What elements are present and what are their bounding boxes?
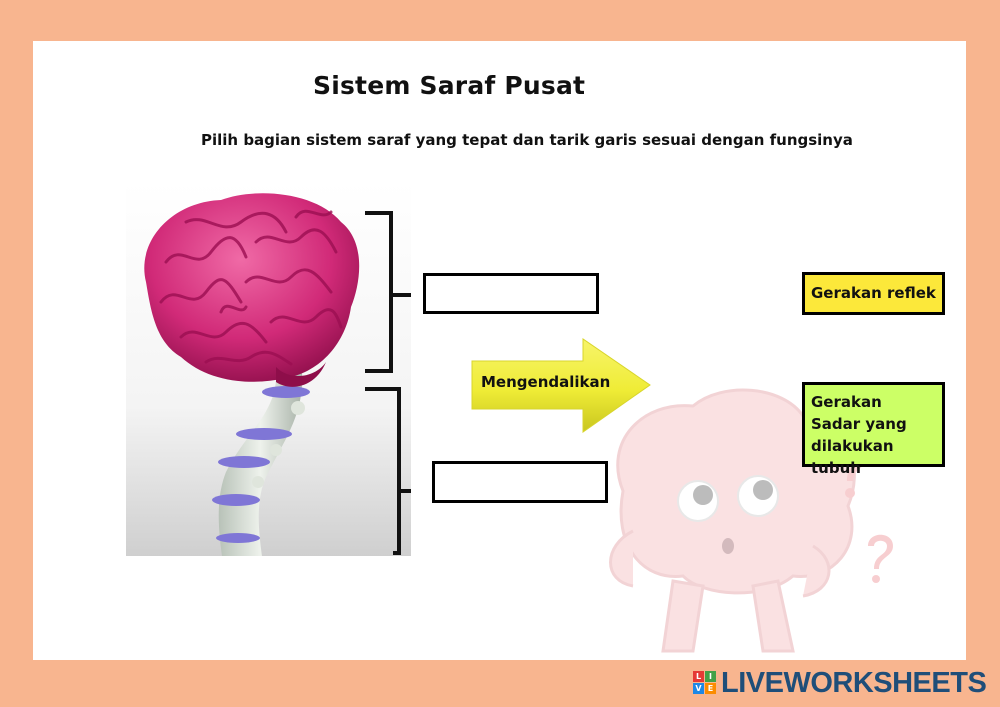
logo-letter: E bbox=[705, 683, 716, 694]
instruction-text: Pilih bagian sistem saraf yang tepat dan… bbox=[201, 131, 853, 149]
answer-box-brain[interactable] bbox=[423, 273, 599, 314]
answer-box-spinal-cord[interactable] bbox=[432, 461, 608, 503]
arrow-connector: Mengendalikan bbox=[470, 337, 655, 434]
thinking-brain-mascot bbox=[609, 388, 893, 653]
arrow-label: Mengendalikan bbox=[481, 373, 611, 391]
option-gerakan-sadar[interactable]: Gerakan Sadar yang dilakukan tubuh bbox=[802, 382, 945, 477]
option-gerakan-reflek[interactable]: Gerakan reflek bbox=[802, 272, 945, 315]
logo-letter: L bbox=[693, 671, 704, 682]
logo-letter: I bbox=[705, 671, 716, 682]
brain-spinal-cord-image bbox=[126, 182, 411, 556]
page-title: Sistem Saraf Pusat bbox=[313, 71, 586, 100]
brand-name: LIVEWORKSHEETS bbox=[721, 666, 987, 699]
liveworksheets-branding: L I V E LIVEWORKSHEETS bbox=[693, 666, 987, 699]
bracket-lines bbox=[365, 211, 411, 555]
worksheet-page: Sistem Saraf Pusat Pilih bagian sistem s… bbox=[33, 41, 966, 660]
liveworksheets-logo-icon: L I V E bbox=[693, 671, 717, 695]
logo-letter: V bbox=[693, 683, 704, 694]
arrow-icon bbox=[471, 338, 651, 433]
